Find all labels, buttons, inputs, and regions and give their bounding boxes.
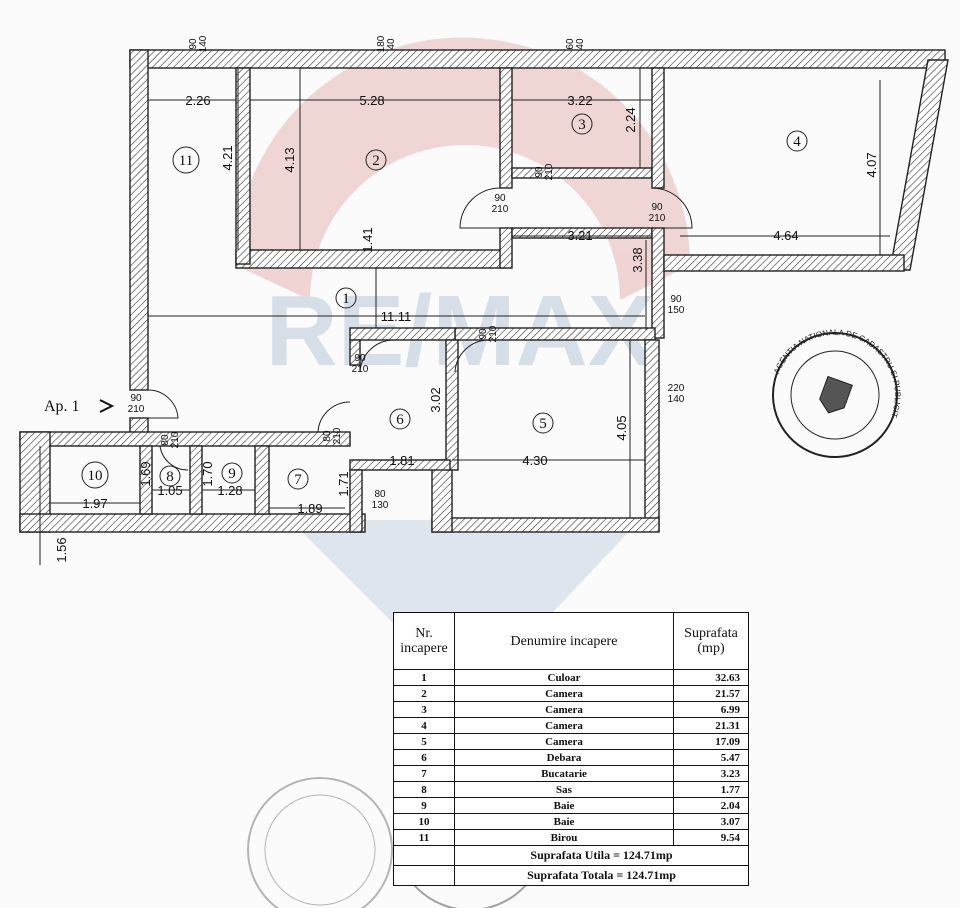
opening-door-r7-w: 80 [322,430,333,442]
col-header-area: Suprafata (mp) [673,612,749,670]
opening-top-a-w: 90 [188,38,199,50]
opening-top-c-w: 60 [565,38,576,50]
room-number-9: 9 [228,466,236,482]
opening-door-r7-h: 210 [332,427,343,444]
coat-of-arms-icon [819,375,853,414]
opening-door-r2-w: 90 [494,193,506,204]
opening-door-r5-h: 210 [488,325,499,342]
total-area: Suprafata Totala = 124.71mp [454,865,749,886]
opening-door-r8-h: 210 [170,431,181,448]
room-number-6: 6 [396,412,404,428]
dim-r4-height: 4.07 [864,152,879,177]
total-area-row: Suprafata Totala = 124.71mp [393,865,749,886]
opening-door-r3-h: 210 [544,163,555,180]
dim-r9-height: 1.70 [200,461,215,486]
door-swings [147,187,693,471]
opening-door-entry-h: 210 [128,404,145,415]
dim-r7-width: 1.89 [297,501,322,516]
arrow-icon [99,399,115,413]
dim-r9-width: 1.28 [217,483,242,498]
opening-door-r3-w: 90 [534,166,545,178]
opening-side-window-h: 150 [668,305,685,316]
dim-r3-height: 2.24 [623,107,638,132]
dim-r8-height: 1.69 [138,461,153,486]
opening-top-b-w: 180 [376,35,387,52]
opening-side-window-b-h: 140 [668,394,685,405]
opening-labels: 90 140 180 40 60 40 90 210 90 210 90 210… [128,35,685,511]
dim-r11-width: 2.26 [185,93,210,108]
opening-door-small-w: 80 [374,489,386,500]
dim-r11-height: 4.21 [220,145,235,170]
opening-door-r6-h: 210 [352,364,369,375]
authorization-stamp [247,777,393,908]
col-header-name: Denumire incapere [454,612,674,670]
opening-side-window-w: 90 [670,294,682,305]
dim-r5-height: 4.05 [614,415,629,440]
walls [19,49,949,533]
opening-top-a-h: 140 [198,35,209,52]
room-number-2: 2 [372,153,380,169]
useful-area-total: Suprafata Utila = 124.71mp [454,845,749,866]
dimension-lines [39,68,890,565]
opening-top-c-h: 40 [575,38,586,50]
opening-side-window-b-w: 220 [668,383,685,394]
dim-r6-width: 1.81 [389,453,414,468]
room-area-table: Nr. incapere Denumire incapere Suprafata… [393,612,749,886]
dim-r5-width: 4.30 [522,453,547,468]
opening-door-r6-w: 90 [354,353,366,364]
room-number-3: 3 [578,117,586,133]
opening-top-b-h: 40 [386,38,397,50]
room-number-5: 5 [539,416,547,432]
opening-door-entry-w: 90 [130,393,142,404]
room-number-7: 7 [294,472,302,488]
dim-r6-height: 3.02 [428,387,443,412]
opening-door-r3b-w: 90 [651,202,663,213]
room-numbers: 1 2 3 4 5 6 7 8 9 10 11 [81,113,808,490]
dim-r8-width: 1.05 [157,483,182,498]
opening-door-r8-w: 80 [160,434,171,446]
opening-door-r3b-h: 210 [649,213,666,224]
dim-r2-lower: 1.41 [360,227,375,252]
room-number-1: 1 [342,291,350,307]
room-number-4: 4 [793,134,801,150]
room-number-11: 11 [179,153,193,169]
room-number-8: 8 [166,469,174,485]
dim-corridor-length: 11.11 [381,309,412,324]
dim-r4-width: 4.64 [773,228,798,243]
opening-door-r5-w: 90 [478,328,489,340]
dim-corridor-side: 3.38 [630,247,645,272]
dim-r3-width: 3.22 [567,93,592,108]
dimension-labels: 2.26 5.28 3.22 4.21 4.13 2.24 4.07 1.41 … [54,93,879,563]
dim-r3-lower: 3.21 [567,228,592,243]
room-number-10: 10 [88,468,103,484]
useful-area-row: Suprafata Utila = 124.71mp [393,845,749,866]
opening-door-small-h: 130 [372,500,389,511]
opening-door-r2-h: 210 [492,204,509,215]
remax-watermark: RE/MAX [235,37,690,700]
dim-r2-width: 5.28 [359,93,384,108]
dim-r2-height: 4.13 [282,147,297,172]
col-header-nr: Nr. incapere [393,612,455,670]
dim-outer-left: 1.56 [54,537,69,562]
apartment-label: Ap. 1 [44,398,80,415]
dim-r10-width: 1.97 [82,496,107,511]
dim-r7-height: 1.71 [336,471,351,496]
